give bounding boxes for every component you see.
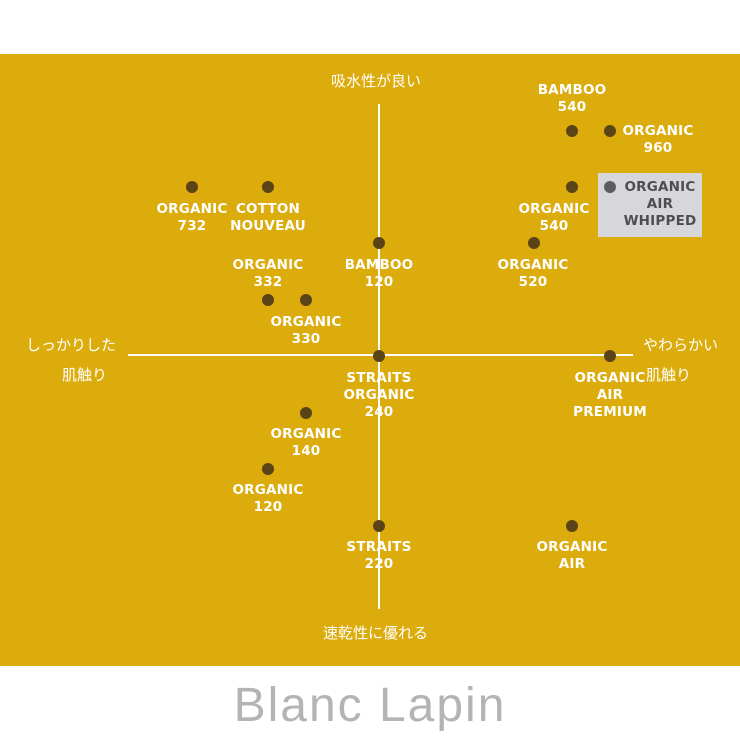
label-organic-120: ORGANIC 120: [232, 482, 304, 515]
dot-bamboo-540: [566, 125, 578, 137]
axis-label-left-line2: 肌触り: [62, 366, 108, 384]
dot-organic-air: [566, 520, 578, 532]
label-organic-332: ORGANIC 332: [232, 257, 304, 290]
dot-organic-732: [186, 181, 198, 193]
dot-cotton-nouveau: [262, 181, 274, 193]
label-organic-air: ORGANIC AIR: [536, 539, 608, 572]
positioning-map: 吸水性が良い 速乾性に優れる しっかりした 肌触り やわらかい 肌触り BAMB…: [0, 54, 740, 666]
label-organic-air-premium: ORGANIC AIR PREMIUM: [573, 370, 647, 420]
dot-organic-332: [262, 294, 274, 306]
label-bamboo-120: BAMBOO 120: [344, 257, 414, 290]
dot-organic-air-premium: [604, 350, 616, 362]
axis-label-right-line1: やわらかい: [643, 336, 719, 354]
label-organic-540: ORGANIC 540: [518, 201, 590, 234]
brand-logo-text: Blanc Lapin: [233, 679, 507, 732]
label-straits-220: STRAITS 220: [346, 539, 412, 572]
label-bamboo-540: BAMBOO 540: [537, 82, 607, 115]
dot-bamboo-120: [373, 237, 385, 249]
label-organic-330: ORGANIC 330: [270, 314, 342, 347]
label-cotton-nouveau: COTTON NOUVEAU: [230, 201, 306, 234]
dot-organic-140: [300, 407, 312, 419]
axis-label-left-line1: しっかりした: [26, 336, 117, 354]
dot-organic-air-whipped: [604, 181, 616, 193]
axis-label-bottom: 速乾性に優れる: [323, 624, 429, 642]
dot-organic-540: [566, 181, 578, 193]
label-straits-organic-240: STRAITS ORGANIC 240: [343, 370, 415, 420]
highlight-box-organic-air-whipped: ORGANIC AIR WHIPPED: [598, 173, 702, 237]
dot-straits-220: [373, 520, 385, 532]
dot-organic-520: [528, 237, 540, 249]
dot-organic-120: [262, 463, 274, 475]
label-organic-520: ORGANIC 520: [497, 257, 569, 290]
label-organic-960: ORGANIC 960: [622, 123, 694, 156]
label-organic-air-whipped: ORGANIC AIR WHIPPED: [623, 179, 697, 229]
label-organic-140: ORGANIC 140: [270, 426, 342, 459]
dot-straits-organic-240: [373, 350, 385, 362]
axis-label-right-line2: 肌触り: [646, 366, 692, 384]
axis-label-top: 吸水性が良い: [331, 72, 422, 90]
dot-organic-330: [300, 294, 312, 306]
dot-organic-960: [604, 125, 616, 137]
label-organic-732: ORGANIC 732: [156, 201, 228, 234]
